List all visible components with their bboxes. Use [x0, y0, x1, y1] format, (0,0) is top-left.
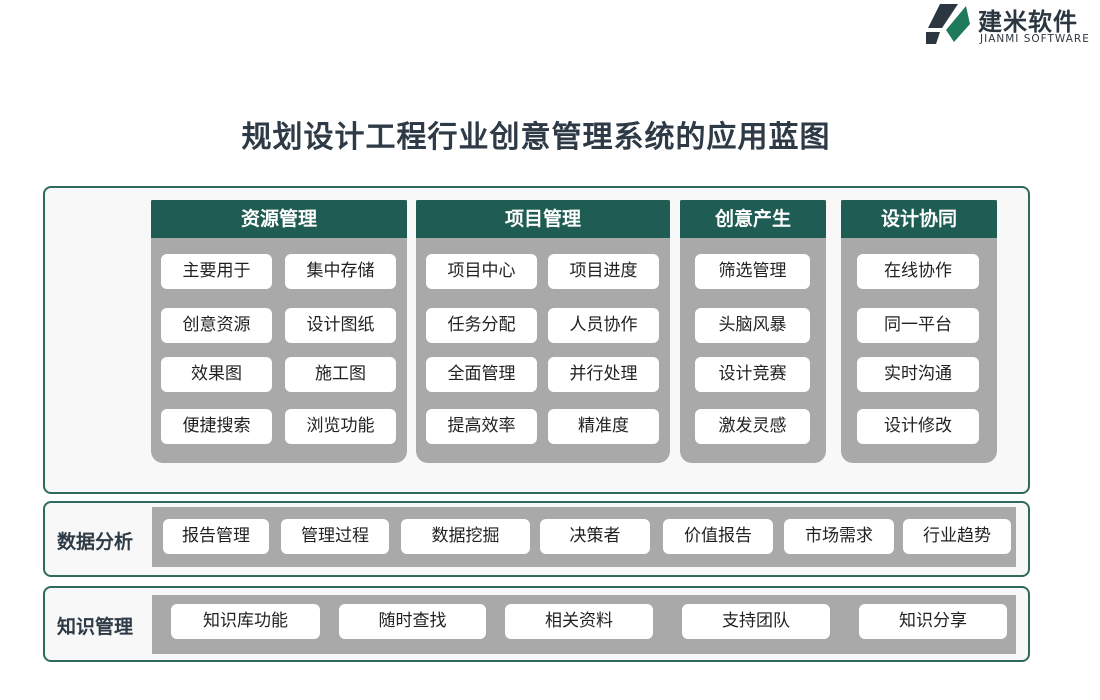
module-item: 浏览功能	[285, 409, 396, 444]
logo-chinese-text: 建米软件	[978, 8, 1078, 36]
column-heading: 资源管理	[151, 200, 407, 238]
module-item: 随时查找	[339, 604, 486, 639]
module-item: 相关资料	[505, 604, 653, 639]
module-item: 支持团队	[682, 604, 830, 639]
module-item: 实时沟通	[857, 357, 979, 392]
data-analysis-bar: 报告管理 管理过程 数据挖掘 决策者 价值报告 市场需求 行业趋势	[152, 507, 1016, 567]
data-analysis-label: 数据分析	[57, 531, 134, 553]
knowledge-management-bar: 知识库功能 随时查找 相关资料 支持团队 知识分享	[152, 595, 1016, 654]
module-item: 知识库功能	[171, 604, 320, 639]
module-item: 价值报告	[663, 519, 773, 554]
module-item: 设计修改	[857, 409, 979, 444]
module-item: 主要用于	[161, 254, 272, 289]
module-item: 市场需求	[784, 519, 894, 554]
module-item: 设计图纸	[285, 308, 396, 343]
module-item: 创意资源	[161, 308, 272, 343]
brand-logo: 建米软件 JIANMI SOFTWARE	[924, 2, 1100, 46]
module-item: 集中存储	[285, 254, 396, 289]
column-heading: 设计协同	[841, 200, 997, 238]
module-item: 并行处理	[548, 357, 659, 392]
module-item: 在线协作	[857, 254, 979, 289]
column-resource-management: 资源管理 主要用于 集中存储 创意资源 设计图纸 效果图 施工图 便捷搜索 浏览…	[151, 200, 407, 463]
module-item: 任务分配	[426, 308, 537, 343]
module-item: 人员协作	[548, 308, 659, 343]
column-project-management: 项目管理 项目中心 项目进度 任务分配 人员协作 全面管理 并行处理 提高效率 …	[416, 200, 670, 463]
module-item: 激发灵感	[695, 409, 810, 444]
module-item: 全面管理	[426, 357, 537, 392]
column-creative-generation: 创意产生 筛选管理 头脑风暴 设计竞赛 激发灵感	[680, 200, 826, 463]
logo-mark-icon	[926, 4, 970, 44]
page-title: 规划设计工程行业创意管理系统的应用蓝图	[241, 120, 831, 155]
module-item: 头脑风暴	[695, 308, 810, 343]
column-heading: 项目管理	[416, 200, 670, 238]
module-item: 同一平台	[857, 308, 979, 343]
module-item: 报告管理	[163, 519, 269, 554]
module-item: 知识分享	[859, 604, 1007, 639]
module-item: 施工图	[285, 357, 396, 392]
column-design-collaboration: 设计协同 在线协作 同一平台 实时沟通 设计修改	[841, 200, 997, 463]
module-item: 决策者	[540, 519, 650, 554]
module-item: 筛选管理	[695, 254, 810, 289]
module-item: 提高效率	[426, 409, 537, 444]
column-heading: 创意产生	[680, 200, 826, 238]
knowledge-management-label: 知识管理	[57, 616, 134, 638]
module-item: 精准度	[548, 409, 659, 444]
module-item: 便捷搜索	[161, 409, 272, 444]
module-item: 项目中心	[426, 254, 537, 289]
module-item: 管理过程	[281, 519, 389, 554]
logo-english-text: JIANMI SOFTWARE	[980, 33, 1090, 45]
module-item: 效果图	[161, 357, 272, 392]
module-item: 项目进度	[548, 254, 659, 289]
module-item: 行业趋势	[903, 519, 1011, 554]
module-item: 数据挖掘	[401, 519, 530, 554]
module-item: 设计竞赛	[695, 357, 810, 392]
